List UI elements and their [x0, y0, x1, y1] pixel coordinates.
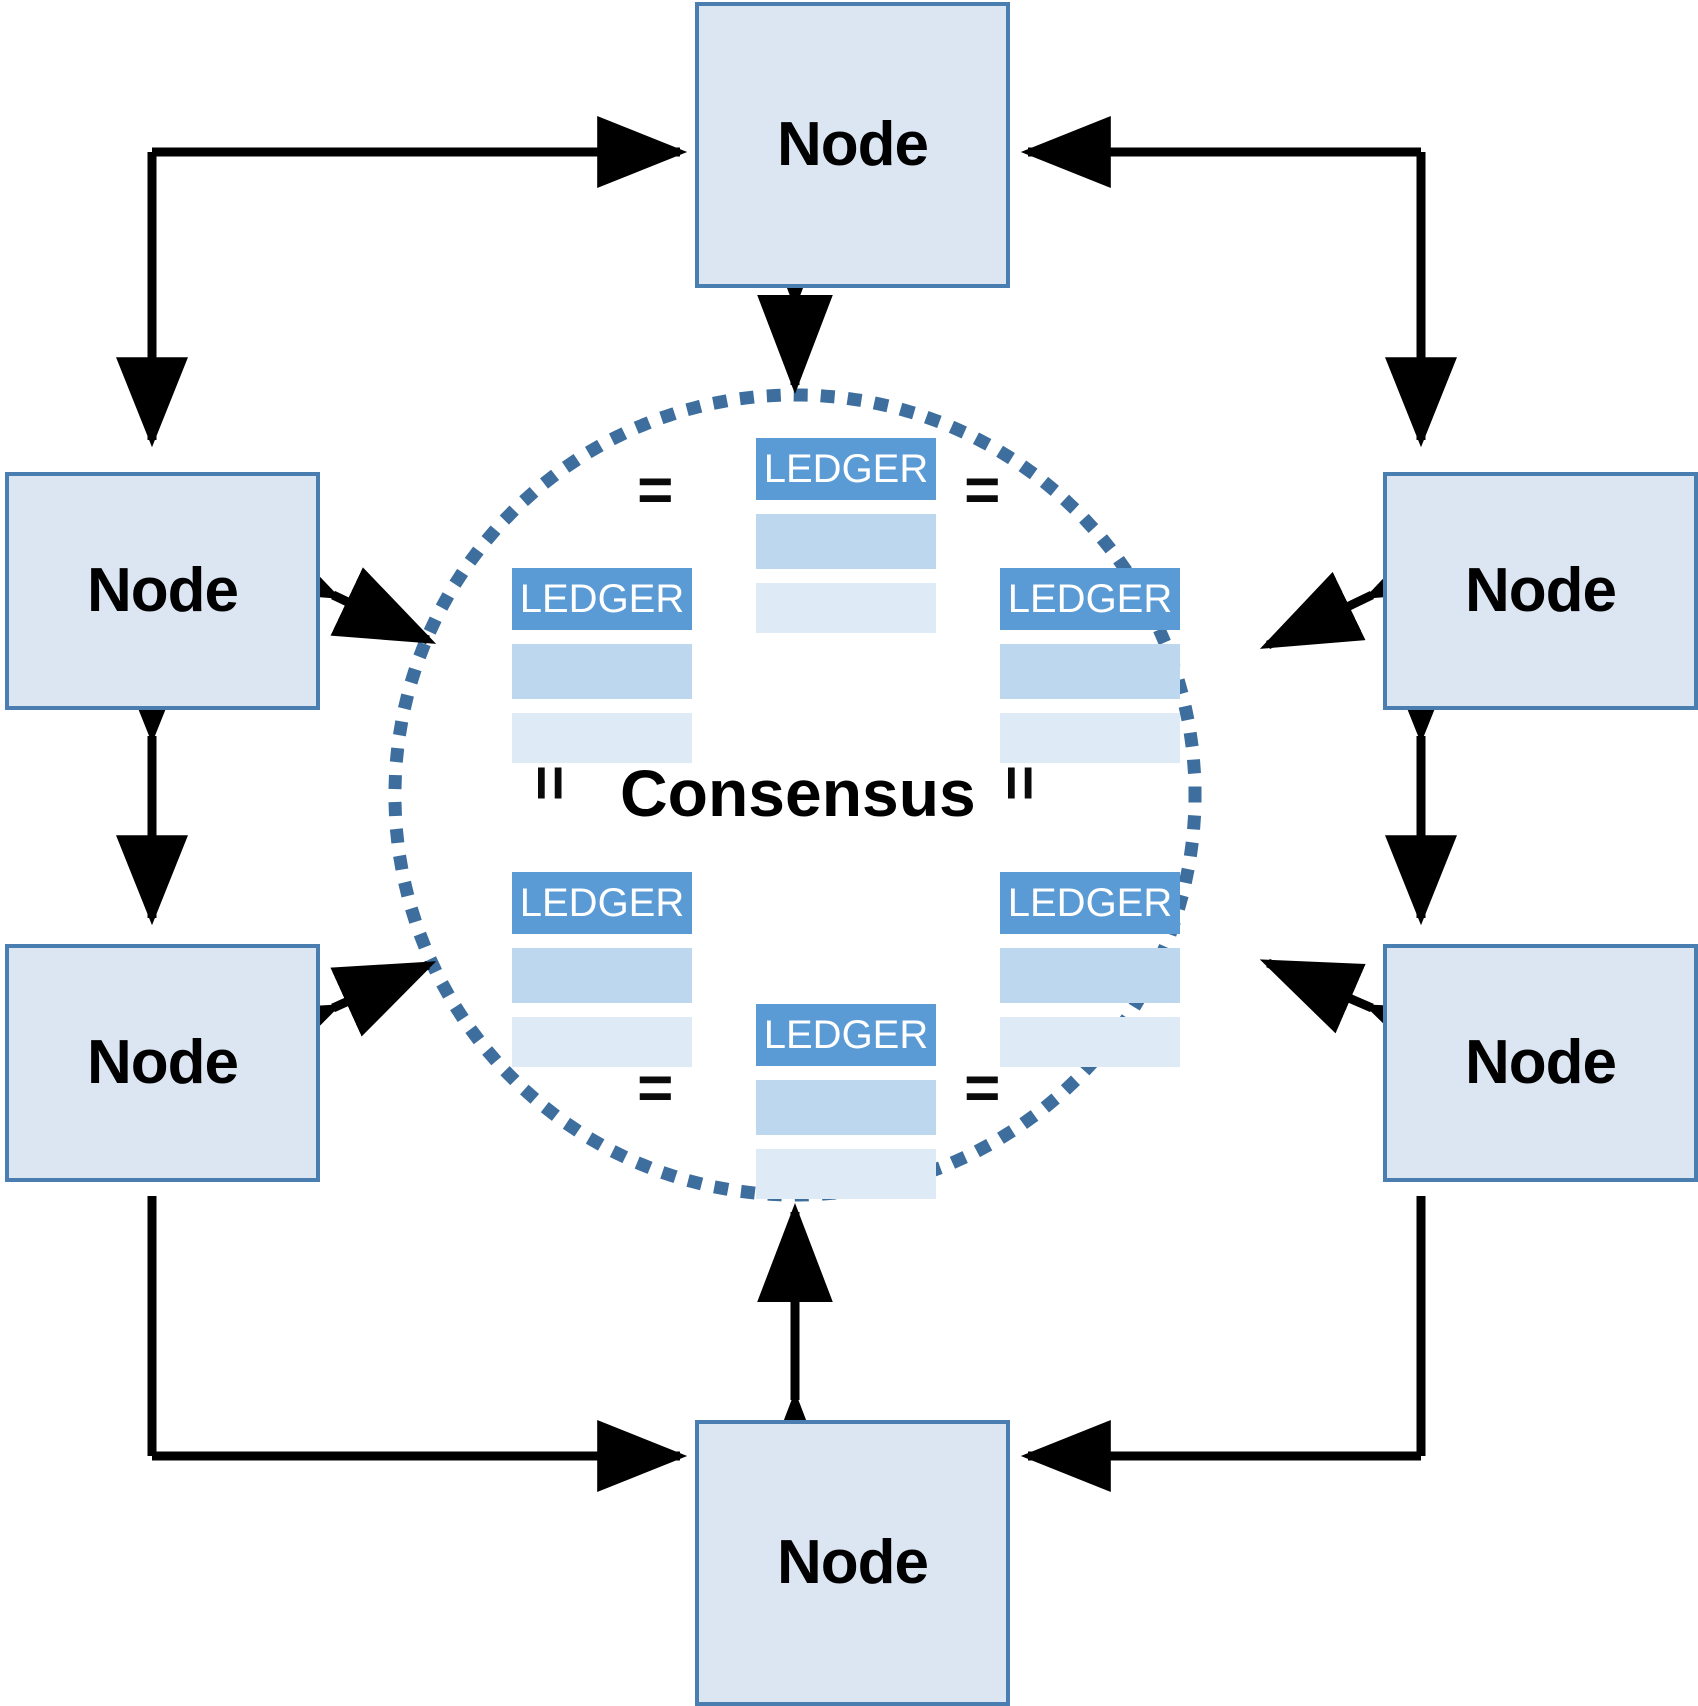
equals-icon-bottom-right: = [963, 1054, 1000, 1123]
arrow-rightlower-to-circle [1259, 958, 1470, 1079]
equals-icon-top-left: = [636, 456, 673, 525]
ledger-row-2 [756, 583, 936, 633]
ledger-row-2 [512, 713, 692, 763]
ledger-top[interactable]: LEDGER [756, 438, 936, 633]
consensus-label: Consensus [620, 756, 976, 830]
node-label: Node [777, 1528, 929, 1597]
node-label: Node [1465, 556, 1617, 625]
ledger-left-lower[interactable]: LEDGER [512, 872, 692, 1067]
ledger-row-1 [756, 514, 936, 569]
node-label: Node [1465, 1028, 1617, 1097]
ledger-row-1 [756, 1080, 936, 1135]
ledger-header: LEDGER [512, 568, 692, 630]
ledger-header: LEDGER [756, 438, 936, 500]
equals-icon-bottom-left: = [636, 1054, 673, 1123]
ledger-header: LEDGER [512, 872, 692, 934]
equals-icon-mid-right: = [985, 764, 1055, 802]
arrow-leftlower-to-circle [235, 960, 437, 1080]
equals-icon-top-right: = [963, 456, 1000, 525]
ledger-left-upper[interactable]: LEDGER [512, 568, 692, 763]
node-label: Node [777, 110, 929, 179]
node-left-lower[interactable]: Node [5, 944, 320, 1182]
ledger-row-1 [1000, 948, 1180, 1003]
node-right-upper[interactable]: Node [1383, 472, 1698, 710]
node-left-upper[interactable]: Node [5, 472, 320, 710]
equals-icon-mid-left: = [515, 764, 585, 802]
ledger-right-upper[interactable]: LEDGER [1000, 568, 1180, 763]
node-top[interactable]: Node [695, 2, 1010, 288]
ledger-row-2 [1000, 713, 1180, 763]
ledger-header: LEDGER [1000, 872, 1180, 934]
ledger-row-1 [512, 644, 692, 699]
ledger-bottom[interactable]: LEDGER [756, 1004, 936, 1199]
node-right-lower[interactable]: Node [1383, 944, 1698, 1182]
ledger-row-1 [1000, 644, 1180, 699]
ledger-row-2 [512, 1017, 692, 1067]
node-label: Node [87, 1028, 239, 1097]
ledger-row-2 [1000, 1017, 1180, 1067]
arrow-leftupper-to-circle [235, 522, 437, 645]
node-bottom[interactable]: Node [695, 1420, 1010, 1706]
ledger-row-1 [512, 948, 692, 1003]
ledger-header: LEDGER [1000, 568, 1180, 630]
ledger-header: LEDGER [756, 1004, 936, 1066]
node-label: Node [87, 556, 239, 625]
ledger-right-lower[interactable]: LEDGER [1000, 872, 1180, 1067]
ledger-row-2 [756, 1149, 936, 1199]
arrow-rightupper-to-circle [1259, 521, 1470, 650]
